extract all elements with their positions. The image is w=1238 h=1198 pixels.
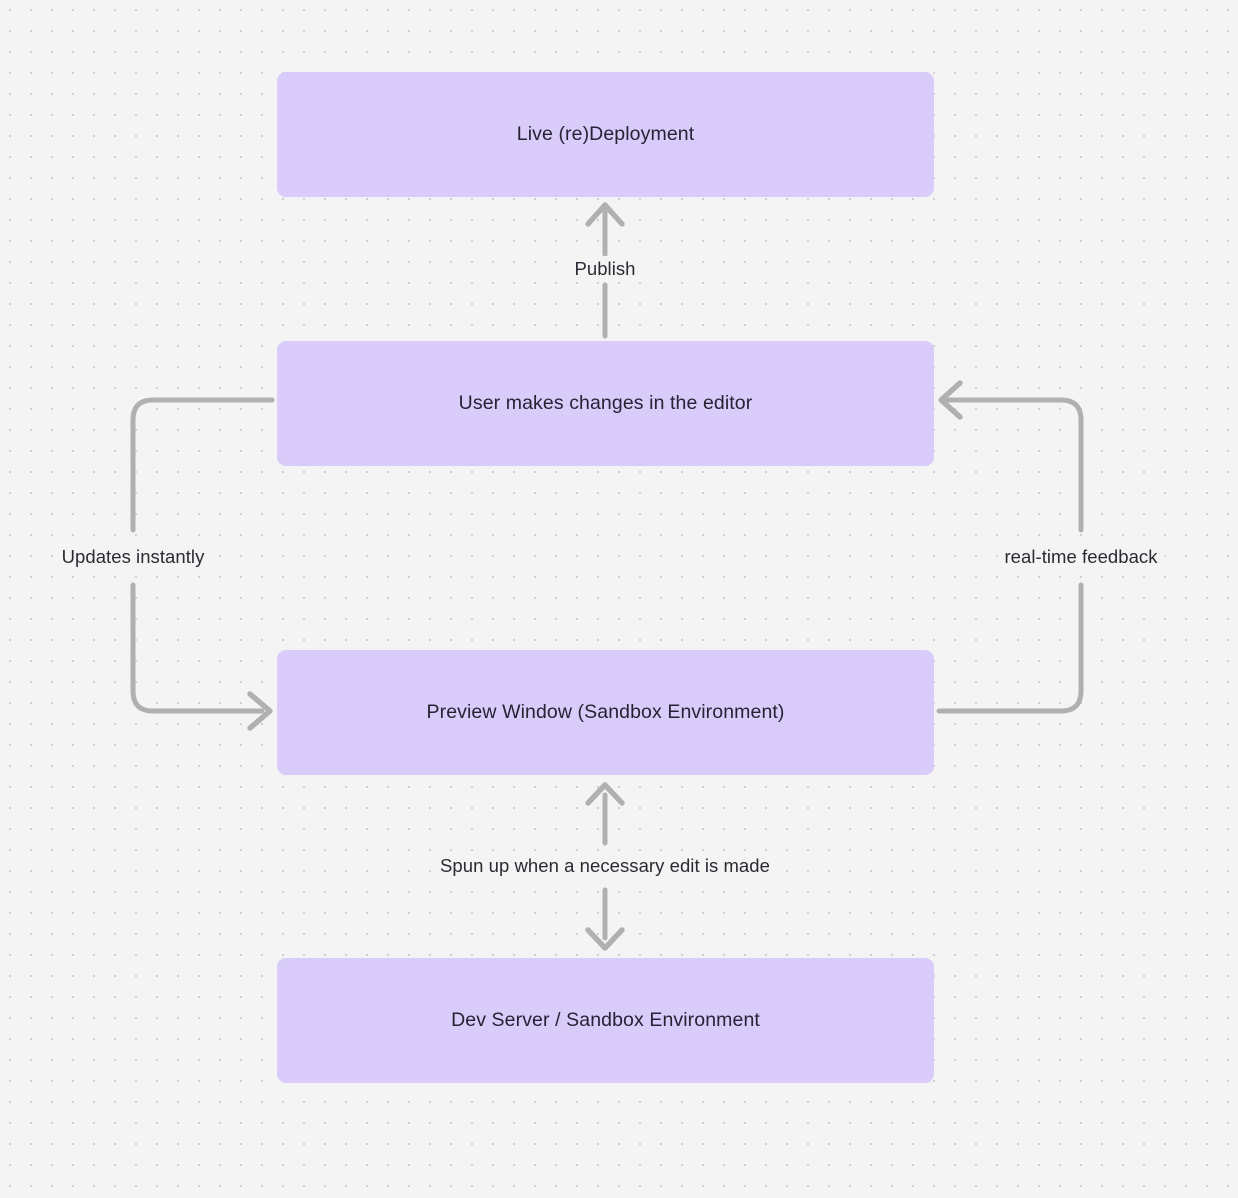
edge-label-updates-instantly: Updates instantly [54, 543, 212, 571]
node-preview-window[interactable]: Preview Window (Sandbox Environment) [277, 650, 934, 775]
node-dev-server-label: Dev Server / Sandbox Environment [451, 1009, 760, 1032]
node-live-deployment-label: Live (re)Deployment [516, 123, 695, 146]
node-user-edits[interactable]: User makes changes in the editor [277, 341, 934, 466]
node-preview-window-label: Preview Window (Sandbox Environment) [426, 701, 785, 724]
edge-label-publish: Publish [567, 255, 643, 283]
node-dev-server[interactable]: Dev Server / Sandbox Environment [277, 958, 934, 1083]
node-user-edits-label: User makes changes in the editor [458, 392, 753, 415]
edge-label-spun-up: Spun up when a necessary edit is made [433, 852, 777, 880]
node-live-deployment[interactable]: Live (re)Deployment [277, 72, 934, 197]
edge-label-real-time-feedback: real-time feedback [997, 543, 1165, 571]
